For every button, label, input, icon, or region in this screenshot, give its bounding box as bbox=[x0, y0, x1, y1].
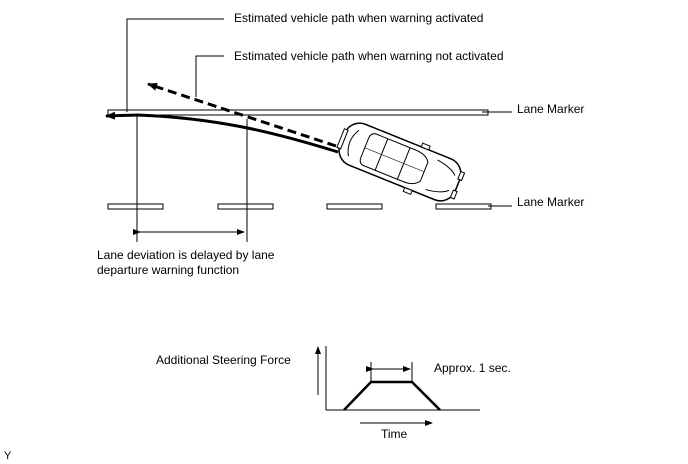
steering-force-graph bbox=[315, 346, 480, 426]
label-path-warning-activated: Estimated vehicle path when warning acti… bbox=[234, 11, 484, 25]
leader-path-not-activated bbox=[195, 55, 224, 97]
label-deviation-line1: Lane deviation is delayed by lane bbox=[97, 248, 275, 262]
car-icon bbox=[336, 122, 466, 202]
leader-path-activated bbox=[126, 18, 224, 112]
label-path-warning-not-activated: Estimated vehicle path when warning not … bbox=[234, 49, 504, 63]
label-lane-marker-top: Lane Marker bbox=[517, 102, 585, 116]
path-warning-not-activated bbox=[147, 82, 337, 148]
label-duration: Approx. 1 sec. bbox=[434, 361, 511, 375]
lane-marker-bottom bbox=[107, 203, 492, 210]
label-time-axis: Time bbox=[381, 427, 408, 441]
label-deviation-line2: departure warning function bbox=[97, 263, 240, 277]
steering-force-curve bbox=[343, 380, 441, 411]
label-lane-marker-bottom: Lane Marker bbox=[517, 195, 585, 209]
path-warning-activated bbox=[105, 111, 339, 154]
lane-marker-top bbox=[107, 109, 489, 116]
label-corner-mark: Y bbox=[4, 450, 12, 462]
label-steering-force: Additional Steering Force bbox=[156, 353, 291, 367]
